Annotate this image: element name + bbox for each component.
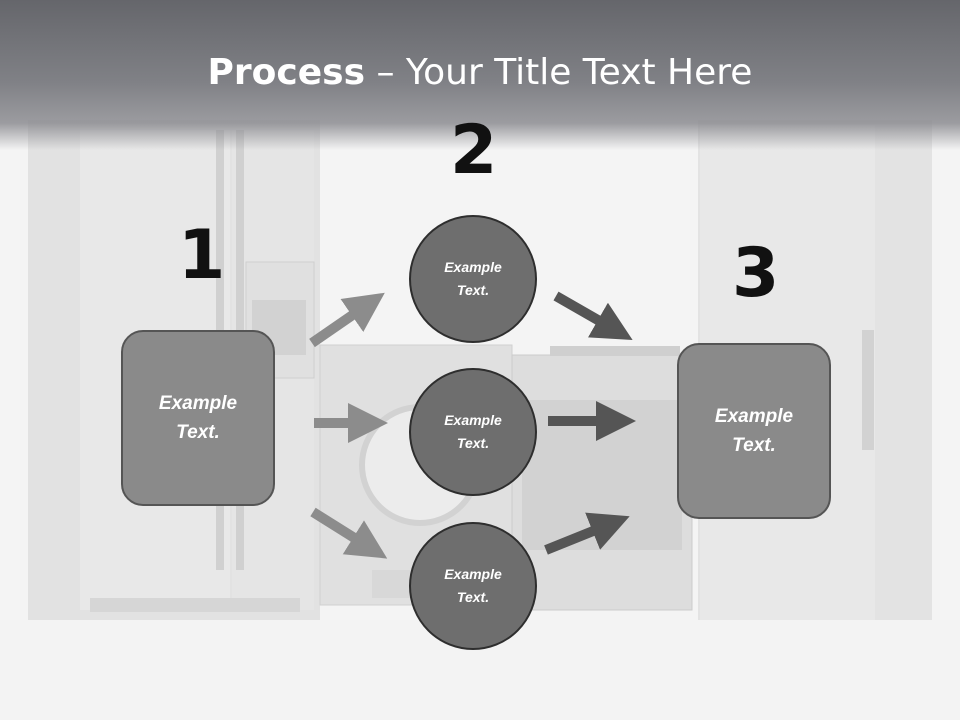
step-1-box: Example Text. <box>121 330 275 506</box>
arrow-1-to-top <box>309 292 385 348</box>
step-3-box: Example Text. <box>677 343 831 519</box>
title-bar <box>0 0 960 150</box>
circle-top: Example Text. <box>409 215 537 343</box>
title-rest: – Your Title Text Here <box>365 52 753 93</box>
step-number-2: 2 <box>450 111 498 190</box>
slide-title: Process – Your Title Text Here <box>0 52 960 93</box>
circle-top-text: Example Text. <box>444 259 502 298</box>
arrow-bottom-to-3 <box>544 512 630 555</box>
arrow-1-to-bottom <box>310 507 388 559</box>
step-number-3: 3 <box>732 234 780 313</box>
circle-middle-text: Example Text. <box>444 412 502 451</box>
arrow-top-to-3 <box>553 291 633 340</box>
circle-bottom: Example Text. <box>409 522 537 650</box>
step-3-text: Example Text. <box>714 406 794 456</box>
circle-bottom-text: Example Text. <box>444 566 502 605</box>
step-1-text: Example Text. <box>158 393 238 443</box>
step-number-1: 1 <box>178 216 226 295</box>
title-bold: Process <box>207 52 366 93</box>
circle-middle: Example Text. <box>409 368 537 496</box>
